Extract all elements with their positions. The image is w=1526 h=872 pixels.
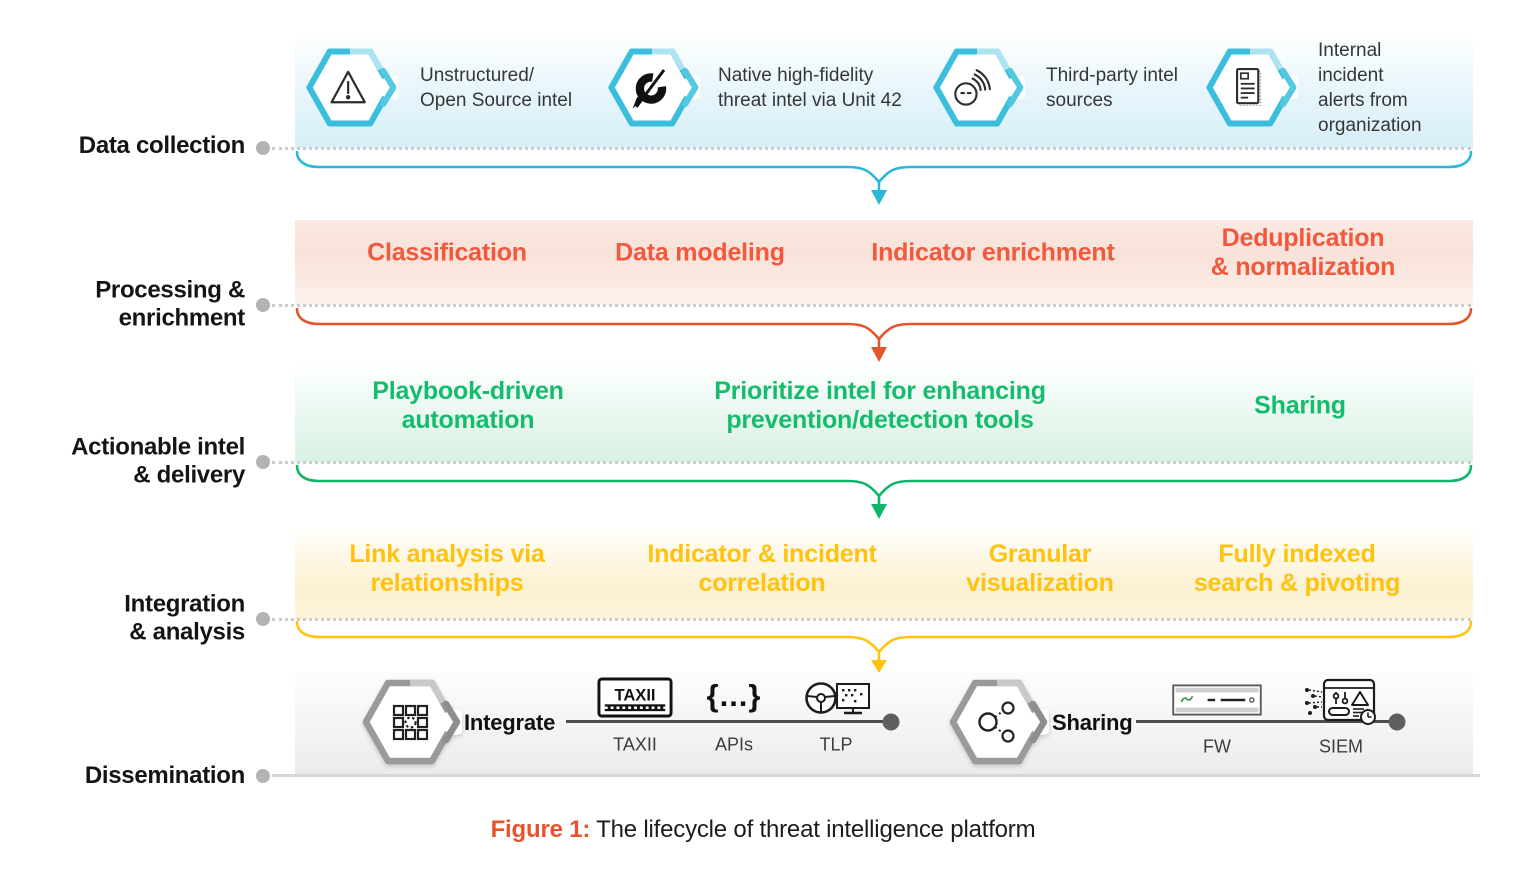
processing-item-indicator-enrichment: Indicator enrichment <box>871 238 1115 267</box>
integrate-line <box>566 720 891 723</box>
actionable-item-sharing: Sharing <box>1254 391 1346 420</box>
actionable-item-playbook: Playbook-driven automation <box>372 376 564 434</box>
actionable-node-dot <box>256 455 270 469</box>
integration-dotted-line <box>272 618 1471 621</box>
figure-caption-text: The lifecycle of threat intelligence pla… <box>590 816 1036 843</box>
channel-label-fw: FW <box>1203 736 1231 757</box>
warning-triangle-icon <box>306 48 398 127</box>
actionable-item-prioritize: Prioritize intel for enhancing preventio… <box>714 376 1046 434</box>
channel-label-apis: APIs <box>714 734 754 755</box>
source-label-unit42: Native high-fidelity threat intel via Un… <box>718 64 902 111</box>
app-grid-hexagon-icon <box>362 679 462 765</box>
taxii-logo-icon: TAXII <box>597 677 673 718</box>
stage-label-dissemination: Dissemination <box>84 761 245 789</box>
channel-label-taxii: TAXII <box>613 734 657 755</box>
processing-dotted-line <box>272 304 1471 307</box>
source-label-unstructured: Unstructured/ Open Source intel <box>420 64 573 111</box>
integration-item-correlation: Indicator & incident correlation <box>647 539 877 597</box>
processing-band <box>295 220 1473 305</box>
firewall-appliance-icon <box>1172 684 1262 716</box>
stage-label-processing: Processing & enrichment <box>95 276 245 332</box>
integration-item-indexed-search: Fully indexed search & pivoting <box>1193 539 1401 597</box>
taxii-logo-text: TAXII <box>614 685 655 704</box>
stage-label-data-collection: Data collection <box>78 131 246 159</box>
sharing-line-end-dot <box>1388 713 1406 731</box>
source-label-third-party: Third-party intel sources <box>1046 64 1178 111</box>
dissemination-baseline <box>272 774 1480 777</box>
processing-brace-arrow <box>295 308 1473 362</box>
processing-item-deduplication: Deduplication & normalization <box>1210 223 1396 281</box>
processing-item-classification: Classification <box>367 238 527 267</box>
data-collection-brace-arrow <box>295 151 1473 205</box>
code-braces-icon: {...} <box>706 678 762 713</box>
share-nodes-hexagon-icon <box>949 679 1049 765</box>
actionable-dotted-line <box>272 461 1471 464</box>
sharing-line <box>1136 720 1398 723</box>
actionable-brace-arrow <box>295 465 1473 519</box>
integration-brace-arrow <box>295 621 1473 673</box>
integration-item-link-analysis: Link analysis via relationships <box>349 539 545 597</box>
group-title-sharing: Sharing <box>1052 710 1133 735</box>
processing-item-data-modeling: Data modeling <box>615 238 785 267</box>
integration-band <box>295 530 1473 619</box>
data-collection-dotted-line <box>272 147 1471 150</box>
figure-caption-prefix: Figure 1: <box>490 816 591 843</box>
channel-label-tlp: TLP <box>819 734 853 755</box>
tlp-steering-wheel-icon <box>805 682 870 715</box>
processing-node-dot <box>256 298 270 312</box>
dissemination-node-dot <box>256 769 270 783</box>
group-title-integrate: Integrate <box>464 710 556 735</box>
integration-node-dot <box>256 612 270 626</box>
incident-report-icon <box>1206 48 1298 127</box>
data-collection-node-dot <box>256 141 270 155</box>
unit42-gauge-icon <box>608 48 700 127</box>
channel-label-siem: SIEM <box>1318 736 1364 757</box>
siem-dashboard-icon <box>1305 678 1376 725</box>
stage-label-integration: Integration & analysis <box>124 590 245 646</box>
source-label-internal-alerts: Internal incident alerts from organizati… <box>1318 39 1422 137</box>
stage-label-actionable: Actionable intel & delivery <box>71 433 245 489</box>
figure-caption: Figure 1: The lifecycle of threat intell… <box>0 816 1526 844</box>
broadcast-face-icon <box>933 48 1025 127</box>
integration-item-granular-visualization: Granular visualization <box>966 539 1114 597</box>
actionable-band <box>295 365 1473 462</box>
integrate-line-end-dot <box>882 713 900 731</box>
